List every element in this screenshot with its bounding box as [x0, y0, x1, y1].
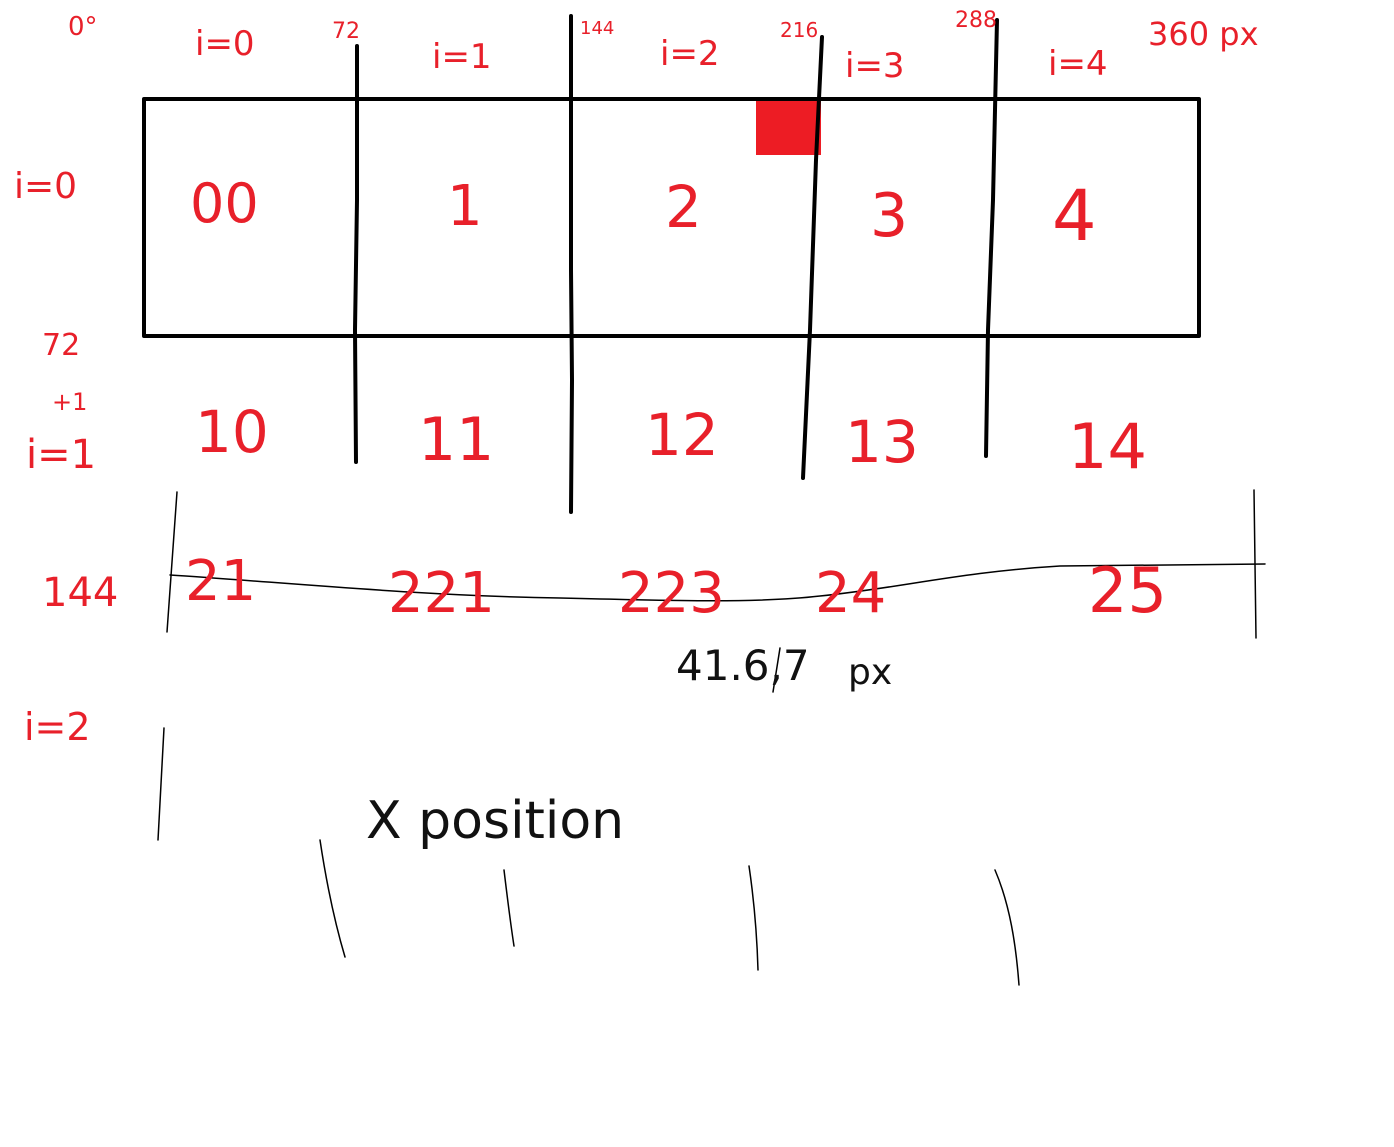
measure-pointer-stroke [772, 647, 781, 693]
red-marker-square [756, 101, 821, 155]
row3-left-boundary [157, 727, 165, 841]
x-tick-216: 216 [780, 18, 818, 42]
origin-label: 0° [68, 12, 98, 42]
x-tick-72: 72 [332, 19, 360, 44]
y-tick-72: 72 [42, 328, 80, 363]
cell-r1-c3: 13 [845, 408, 919, 476]
cell-r2-c4: 25 [1088, 554, 1167, 627]
divider-line-288 [984, 18, 999, 458]
tick-mark-1 [319, 839, 346, 958]
row-offset-plus1: +1 [52, 388, 87, 416]
grid-rectangle [142, 97, 1201, 338]
cell-r2-c2: 223 [618, 561, 725, 626]
row-label-i2: i=2 [24, 705, 91, 749]
divider-line-72 [353, 44, 359, 464]
divider-line-144 [569, 14, 574, 514]
measure-unit: px [848, 652, 892, 693]
cell-r0-c0: 00 [190, 172, 259, 235]
cell-r2-c1: 221 [388, 561, 495, 626]
cell-r0-c1: 1 [447, 174, 483, 239]
cell-r0-c4: 4 [1052, 175, 1097, 257]
cell-r2-c3: 24 [815, 561, 886, 626]
cell-r1-c0: 10 [195, 398, 269, 466]
row2-right-boundary [1253, 489, 1257, 639]
tick-mark-4 [994, 869, 1020, 986]
y-tick-144: 144 [42, 570, 118, 616]
column-label-i3: i=3 [845, 46, 905, 86]
cell-r1-c2: 12 [645, 401, 719, 469]
row-label-i1: i=1 [26, 432, 96, 478]
cell-r1-c4: 14 [1068, 410, 1147, 483]
divider-line-216 [801, 35, 824, 480]
tick-mark-3 [748, 865, 759, 971]
cell-r1-c1: 11 [418, 405, 494, 475]
row-label-i0: i=0 [14, 166, 77, 207]
x-tick-360px: 360 px [1148, 15, 1259, 53]
column-label-i1: i=1 [432, 37, 492, 77]
row2-baseline-curve [169, 563, 1266, 602]
cell-r2-c0: 21 [185, 549, 256, 614]
cell-r0-c2: 2 [665, 173, 702, 241]
measure-value: 41.6,7 [676, 641, 810, 690]
x-tick-144: 144 [580, 18, 614, 39]
x-position-label: X position [366, 791, 624, 851]
column-label-i4: i=4 [1048, 44, 1108, 84]
column-label-i2: i=2 [660, 34, 720, 74]
column-label-i0: i=0 [195, 24, 255, 64]
row2-left-boundary [166, 491, 178, 633]
tick-mark-2 [503, 869, 515, 947]
x-tick-288: 288 [955, 8, 997, 33]
cell-r0-c3: 3 [870, 181, 908, 251]
